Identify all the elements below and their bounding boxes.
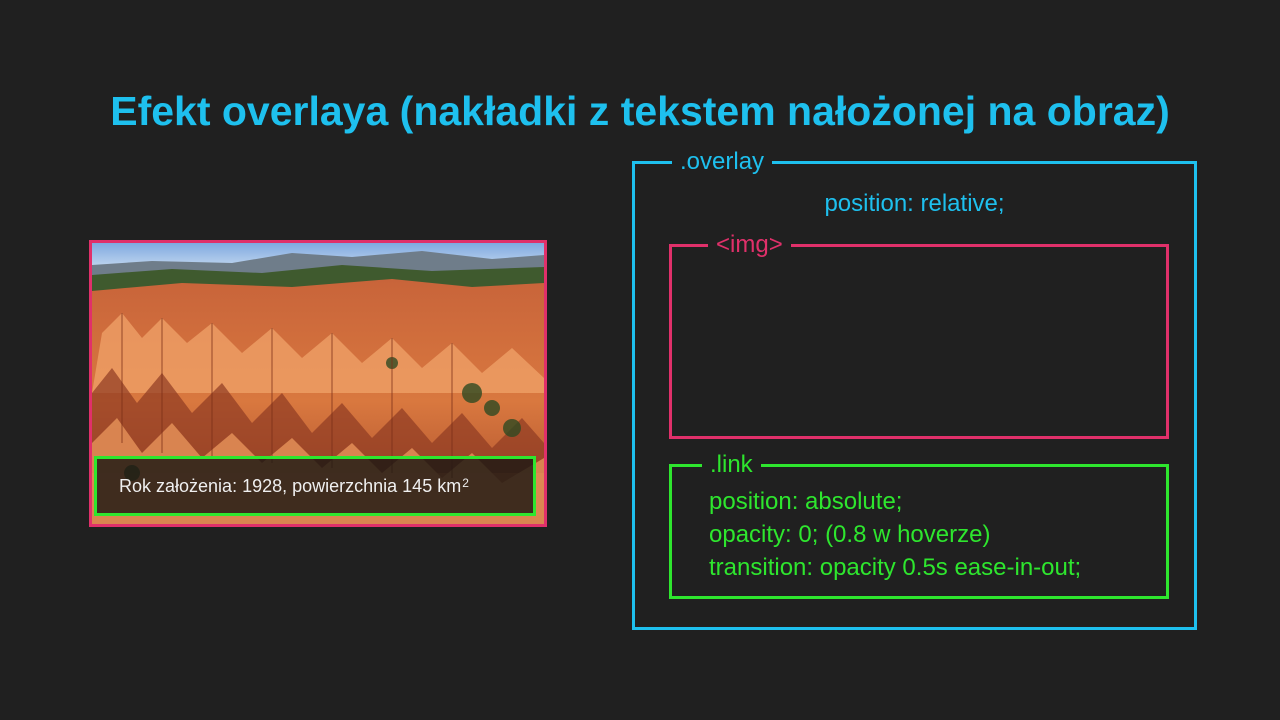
- link-css-rules: position: absolute; opacity: 0; (0.8 w h…: [709, 485, 1081, 584]
- overlay-demo[interactable]: Rok założenia: 1928, powierzchnia 145 km…: [89, 240, 547, 527]
- link-structure-box: .link position: absolute; opacity: 0; (0…: [669, 451, 1169, 599]
- caption-superscript: 2: [462, 476, 469, 490]
- link-css-position: position: absolute;: [709, 488, 903, 515]
- link-overlay-caption[interactable]: Rok założenia: 1928, powierzchnia 145 km…: [94, 456, 536, 516]
- caption-text: Rok założenia: 1928, powierzchnia 145 km: [119, 475, 462, 496]
- overlay-structure-box: .overlay position: relative; <img> .link…: [632, 148, 1197, 630]
- link-css-transition: transition: opacity 0.5s ease-in-out;: [709, 554, 1082, 581]
- img-structure-box: <img>: [669, 231, 1169, 439]
- link-css-opacity: opacity: 0; (0.8 w hoverze): [709, 521, 991, 548]
- overlay-css-rule: position: relative;: [824, 190, 1005, 217]
- img-label: <img>: [708, 231, 791, 259]
- link-label: .link: [702, 451, 761, 479]
- overlay-label: .overlay: [672, 148, 773, 176]
- page-title: Efekt overlaya (nakładki z tekstem nałoż…: [110, 88, 1170, 135]
